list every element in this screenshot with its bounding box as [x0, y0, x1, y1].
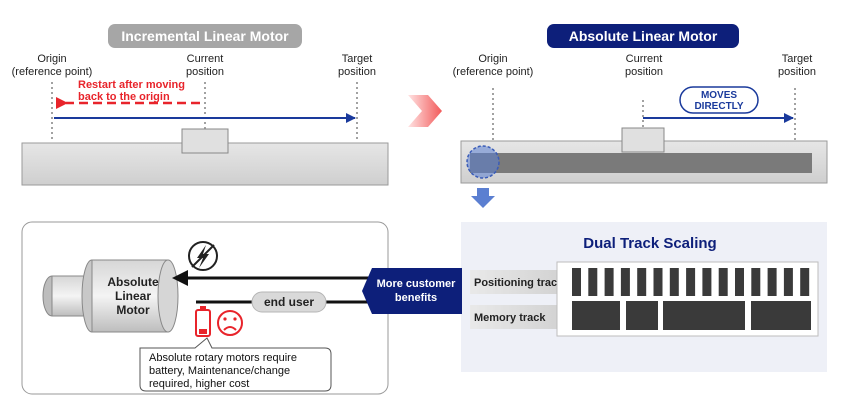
motor-label-line3: Motor [116, 303, 150, 317]
benefits-label-line1: More customer [377, 278, 457, 290]
positioning-track-bars [572, 268, 810, 296]
sad-face-icon [217, 310, 243, 336]
dual-track-panel: Dual Track Scaling Positioning track Mem… [461, 222, 827, 372]
absolute-section: Absolute Linear Motor Origin (reference … [453, 24, 828, 208]
moves-directly-label: MOVES [701, 90, 737, 101]
memory-track-label: Memory track [474, 312, 546, 324]
incremental-current-sublabel: position [186, 66, 224, 78]
positioning-bar [735, 268, 744, 296]
positioning-bar [702, 268, 712, 296]
positioning-bar [637, 268, 647, 296]
positioning-bar [783, 268, 793, 296]
battery-icon [195, 306, 211, 337]
incremental-title-pill [108, 24, 302, 48]
restart-label: Restart after moving [78, 79, 185, 91]
motor-illustration [42, 259, 179, 333]
positioning-bar [588, 268, 598, 296]
note-callout [139, 337, 332, 392]
restart-sublabel: back to the origin [78, 91, 170, 103]
absolute-title-pill [547, 24, 739, 48]
note-line3: required, higher cost [149, 378, 249, 390]
positioning-bar [604, 268, 614, 296]
absolute-target-sublabel: position [778, 66, 816, 78]
absolute-slider [621, 127, 665, 153]
incremental-origin-sublabel: (reference point) [12, 66, 93, 78]
positioning-bar [718, 268, 728, 296]
positioning-bar [669, 268, 679, 296]
absolute-current-sublabel: position [625, 66, 663, 78]
benefits-label-line2: benefits [395, 292, 437, 304]
incremental-title: Incremental Linear Motor [121, 28, 289, 44]
absolute-target-label: Target [782, 53, 813, 65]
incremental-target-sublabel: position [338, 66, 376, 78]
positioning-bar [620, 268, 630, 296]
moves-directly-sublabel: DIRECTLY [694, 101, 743, 112]
motor-label-line1: Absolute [107, 275, 159, 289]
end-user-pill [251, 291, 327, 313]
incremental-current-label: Current [187, 53, 224, 65]
transition-arrow [408, 95, 442, 127]
memory-track-blocks [572, 301, 811, 330]
rotary-panel: Absolute Linear Motor end user Absolute … [21, 221, 389, 395]
moves-directly-badge [679, 86, 759, 114]
benefits-tag [362, 268, 462, 314]
absolute-origin-sublabel: (reference point) [453, 66, 534, 78]
absolute-origin-label: Origin [478, 53, 507, 65]
incremental-origin-label: Origin [37, 53, 66, 65]
memory-track-tag [470, 305, 574, 329]
benefit-to-motor-arrowhead [172, 270, 188, 286]
incremental-section: Incremental Linear Motor Origin (referen… [12, 24, 389, 186]
absolute-scale-strip [470, 153, 812, 173]
positioning-bar [686, 268, 696, 296]
positioning-bar [800, 268, 810, 296]
note-line1: Absolute rotary motors require [149, 352, 297, 364]
incremental-target-label: Target [342, 53, 373, 65]
absolute-title: Absolute Linear Motor [569, 28, 718, 44]
dual-track-title: Dual Track Scaling [583, 235, 716, 252]
positioning-track-tag [470, 270, 574, 294]
lightning-icon [188, 241, 218, 271]
positioning-bar [572, 268, 581, 296]
origin-zoom-circle [466, 145, 500, 179]
motor-label-line2: Linear [115, 289, 151, 303]
positioning-bar [767, 268, 777, 296]
incremental-slider [181, 128, 229, 154]
zoom-down-arrow [471, 188, 495, 208]
absolute-current-label: Current [626, 53, 663, 65]
positioning-bar [653, 268, 663, 296]
positioning-bar [751, 268, 761, 296]
note-line2: battery, Maintenance/change [149, 365, 290, 377]
end-user-label: end user [264, 295, 314, 309]
positioning-track-label: Positioning track [474, 277, 564, 289]
